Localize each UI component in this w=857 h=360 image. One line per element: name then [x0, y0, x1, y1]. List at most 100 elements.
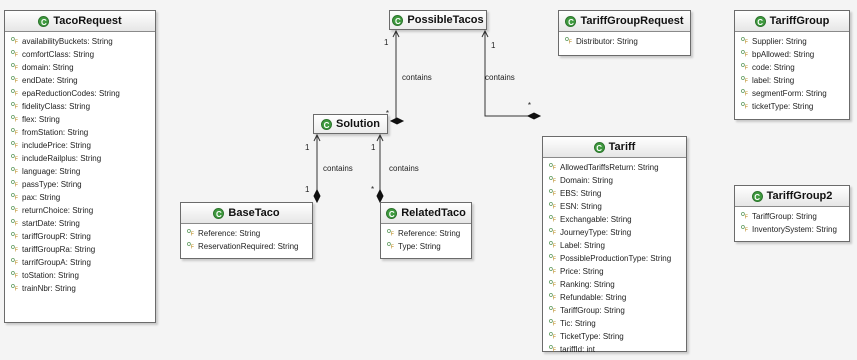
attribute-text: segmentForm: String	[752, 89, 827, 98]
attribute-text: Type: String	[398, 242, 441, 251]
class-name: TariffGroup	[769, 15, 830, 27]
association-label: contains	[485, 73, 515, 82]
attribute-text: InventorySystem: String	[752, 225, 837, 234]
class-icon: C	[213, 207, 225, 219]
field-icon: oF	[11, 127, 18, 137]
field-icon: oF	[549, 175, 556, 185]
association-line	[391, 31, 397, 122]
field-icon: oF	[187, 228, 194, 238]
field-icon: oF	[549, 331, 556, 341]
attribute-text: Exchangable: String	[560, 215, 632, 224]
composition-diamond	[313, 188, 321, 204]
field-icon: oF	[565, 36, 572, 46]
field-icon: oF	[11, 49, 18, 59]
attribute-text: TariffGroup: String	[560, 306, 625, 315]
attribute-text: Distributor: String	[576, 37, 638, 46]
attribute-text: fromStation: String	[22, 128, 89, 137]
field-icon: oF	[11, 257, 18, 267]
navigability-arrow	[313, 133, 321, 142]
attribute-text: Tic: String	[560, 319, 596, 328]
class-name: TariffGroup2	[766, 190, 833, 202]
attribute-text: includeRailplus: String	[22, 154, 102, 163]
association-line	[484, 31, 534, 117]
multiplicity-label: 1	[491, 41, 496, 50]
attribute-text: Ranking: String	[560, 280, 615, 289]
attribute-text: trainNbr: String	[22, 284, 76, 293]
attribute-text: Refundable: String	[560, 293, 627, 302]
attribute-text: returnChoice: String	[22, 206, 94, 215]
field-icon: oF	[11, 114, 18, 124]
navigability-arrow	[481, 29, 489, 38]
composition-diamond	[376, 188, 384, 204]
attribute-row: oF Distributor: String	[565, 35, 690, 48]
class-icon: C	[392, 14, 404, 26]
field-icon: oF	[741, 88, 748, 98]
multiplicity-label: 1	[305, 185, 310, 194]
attribute-text: fidelityClass: String	[22, 102, 91, 111]
association-label: contains	[402, 73, 432, 82]
attribute-text: ESN: String	[560, 202, 602, 211]
association-label: contains	[323, 164, 353, 173]
navigability-arrow	[376, 133, 384, 142]
attribute-text: label: String	[752, 76, 795, 85]
field-icon: oF	[11, 153, 18, 163]
field-icon: oF	[187, 241, 194, 251]
attribute-text: AllowedTariffsReturn: String	[560, 163, 659, 172]
class-icon: C	[593, 141, 605, 153]
class-name: Tariff	[608, 141, 636, 153]
attribute-text: epaReductionCodes: String	[22, 89, 120, 98]
attribute-list: oF Distributor: String	[559, 32, 690, 48]
attribute-text: domain: String	[22, 63, 74, 72]
field-icon: oF	[11, 179, 18, 189]
field-icon: oF	[741, 62, 748, 72]
field-icon: oF	[11, 166, 18, 176]
attribute-text: comfortClass: String	[22, 50, 95, 59]
attribute-text: Supplier: String	[752, 37, 807, 46]
class-name: TacoRequest	[53, 15, 122, 27]
field-icon: oF	[549, 318, 556, 328]
field-icon: oF	[549, 292, 556, 302]
field-icon: oF	[11, 205, 18, 215]
attribute-text: TariffGroup: String	[752, 212, 817, 221]
attribute-row: oF Tic: String	[549, 317, 686, 330]
field-icon: oF	[11, 231, 18, 241]
multiplicity-label: 1	[384, 38, 389, 47]
